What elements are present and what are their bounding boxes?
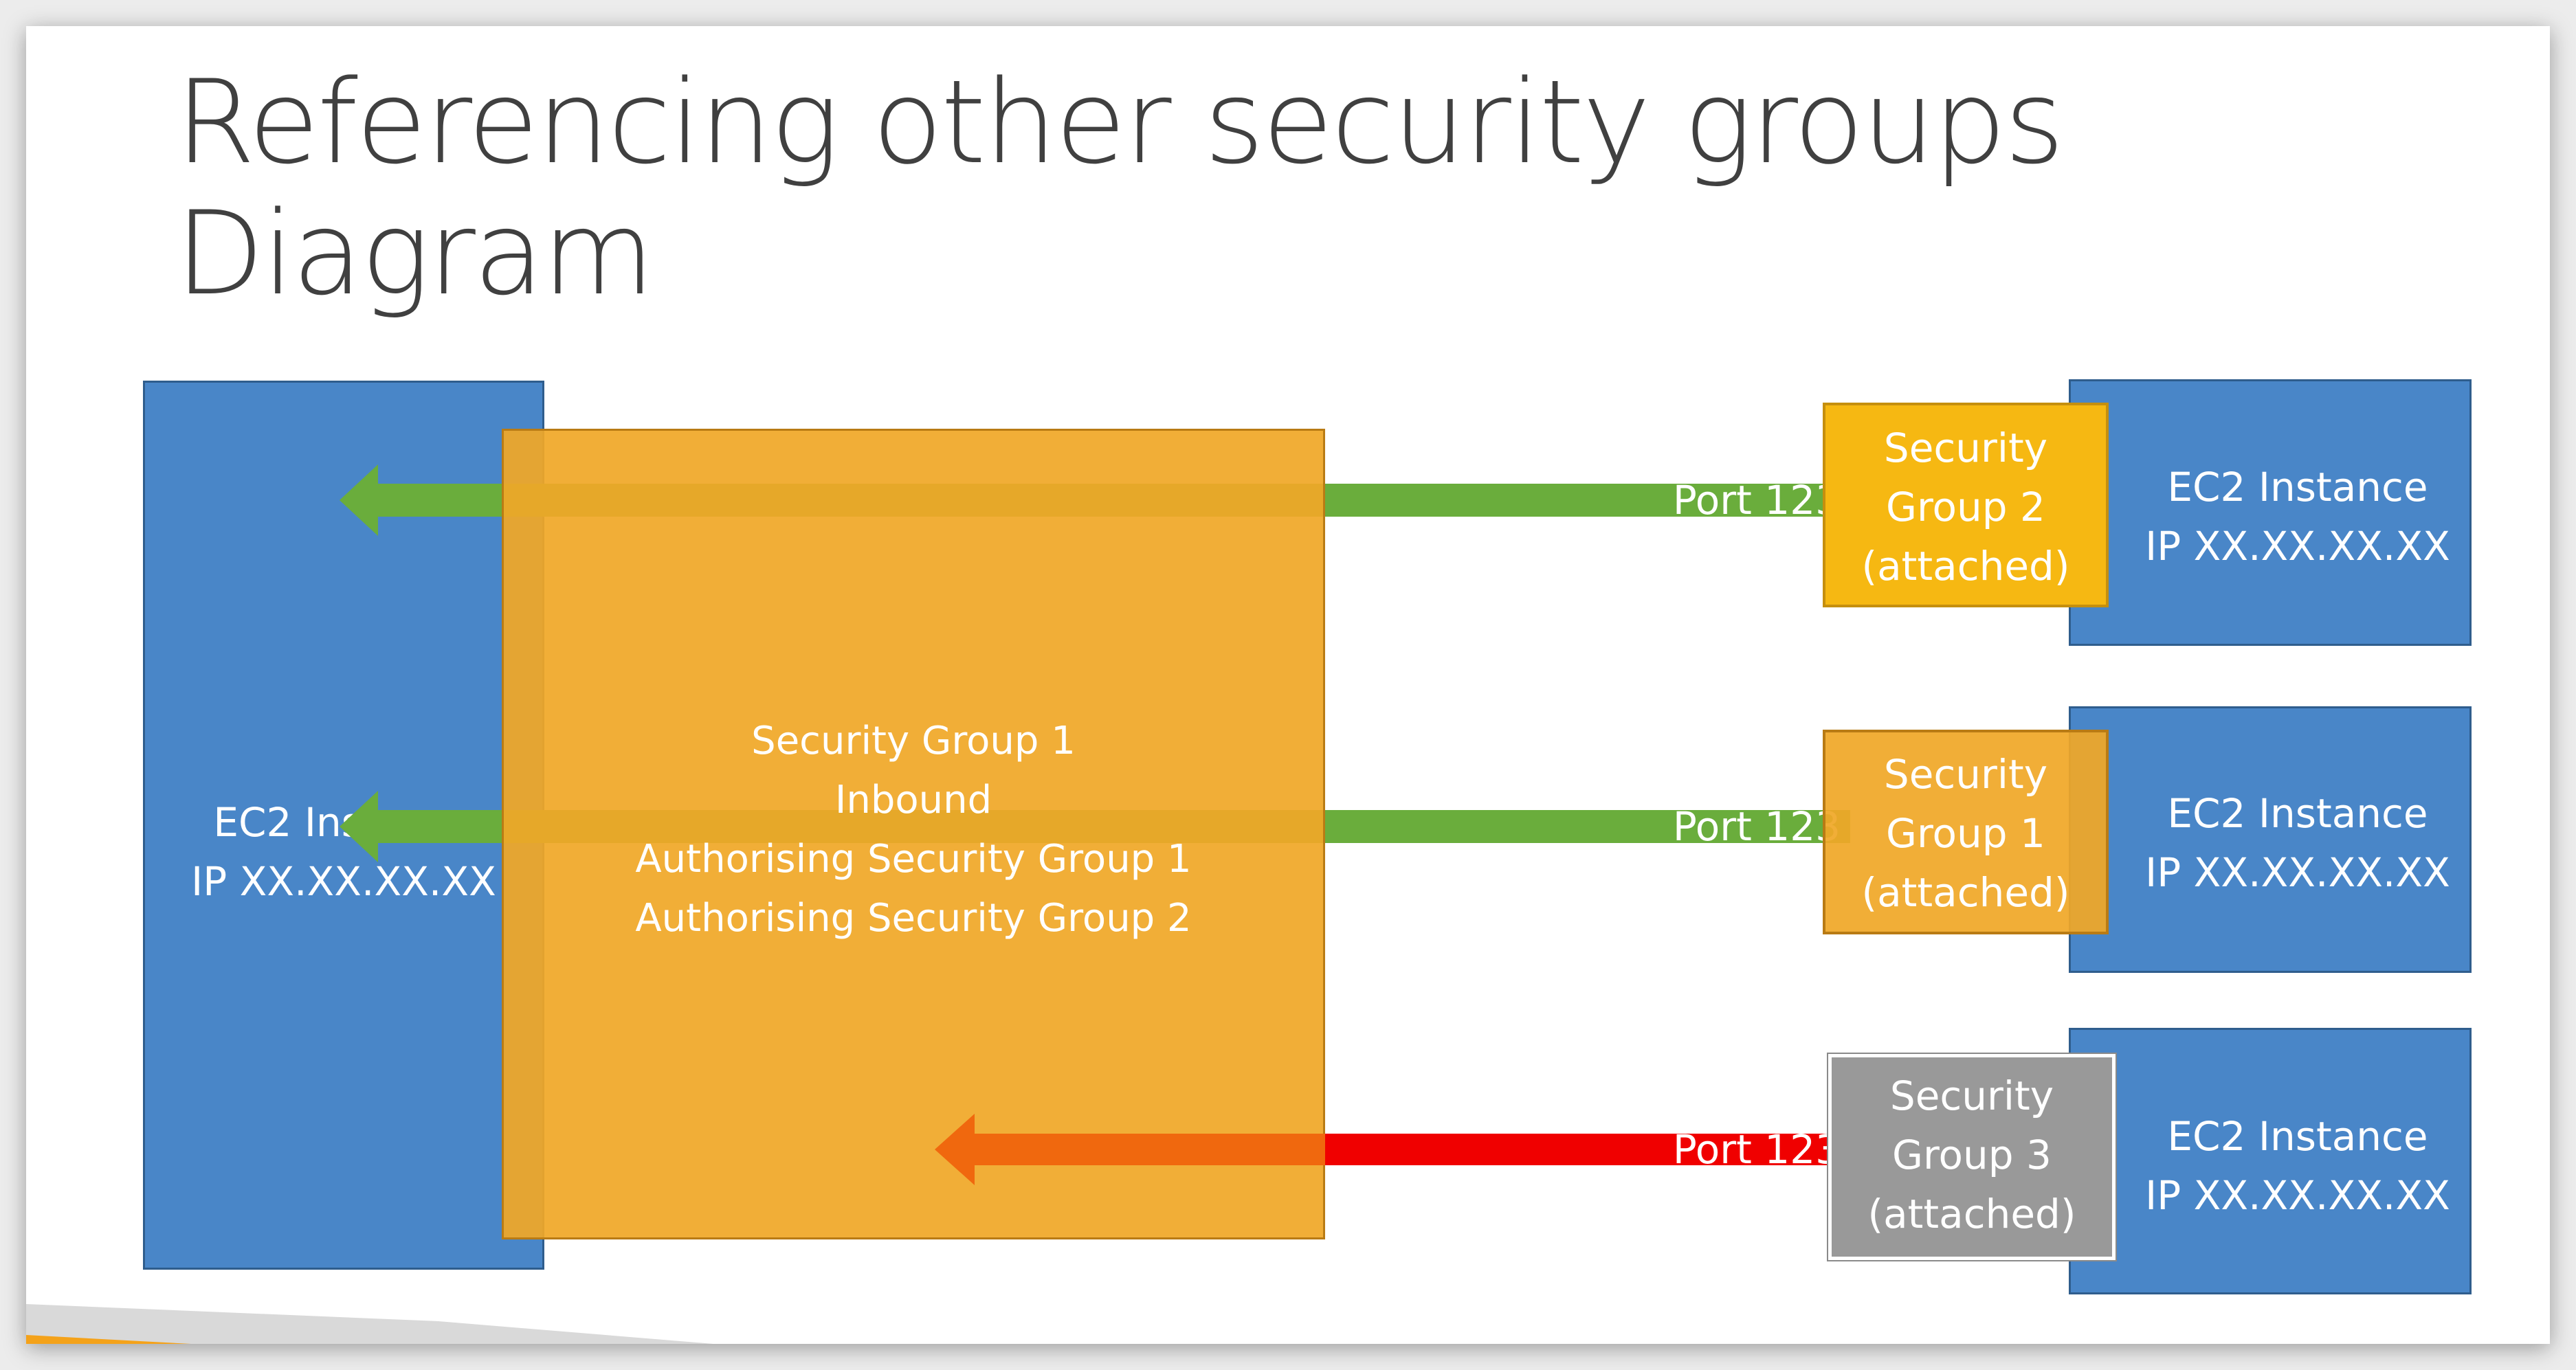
attached-security-group-1-line-2: Group 1 [1886, 810, 2045, 857]
ec2-instance-right-2 [2069, 706, 2472, 973]
attached-security-group-3-line-1: Security [1889, 1073, 2054, 1119]
ec2-instance-right-3 [2069, 1028, 2472, 1294]
port-label-row-2: Port 123 [1672, 803, 1841, 850]
slide-title-line-1: Referencing other security groups [175, 55, 2065, 190]
attached-security-group-2-line-2: Group 2 [1886, 484, 2045, 530]
security-group-1-direction: Inbound [834, 778, 992, 822]
ec2-instance-right-2-name: EC2 Instance [2167, 790, 2428, 837]
arrow-head-row-2 [340, 791, 378, 862]
attached-security-group-1-line-1: Security [1883, 751, 2048, 798]
footer-swoosh [26, 1304, 713, 1344]
security-group-1-box [502, 429, 1325, 1239]
arrow-shaft-row-3 [1325, 1134, 1850, 1165]
ec2-instance-right-2-ip: IP XX.XX.XX.XX [2145, 849, 2450, 896]
ec2-instance-right-1 [2069, 379, 2472, 646]
arrow-neck-row-3 [973, 1134, 995, 1165]
attached-security-group-2 [1823, 403, 2109, 607]
security-group-1-rule-1: Authorising Security Group 1 [635, 837, 1192, 881]
footer-swoosh-orange [26, 1335, 191, 1344]
ec2-instance-right-3-label: EC2 Instance IP XX.XX.XX.XX [2112, 1107, 2483, 1225]
ec2-instance-right-1-ip: IP XX.XX.XX.XX [2145, 523, 2450, 570]
port-label-row-3: Port 123 [1672, 1126, 1841, 1173]
attached-security-group-1-label: Security Group 1 (attached) [1823, 745, 2109, 922]
ec2-instance-left-ip: IP XX.XX.XX.XX [191, 858, 496, 905]
arrow-head-row-1 [340, 464, 378, 536]
attached-security-group-3-label: Security Group 3 (attached) [1828, 1066, 2116, 1244]
attached-security-group-1 [1823, 730, 2109, 934]
ec2-instance-right-1-name: EC2 Instance [2167, 464, 2428, 510]
footer-swoosh-gray [26, 1304, 713, 1344]
arrow-head-row-3 [935, 1114, 975, 1185]
attached-security-group-2-line-1: Security [1883, 425, 2048, 471]
attached-security-group-2-label: Security Group 2 (attached) [1823, 418, 2109, 596]
attached-security-group-3 [1827, 1053, 2117, 1261]
port-label-row-1: Port 123 [1672, 477, 1841, 524]
attached-security-group-1-line-3: (attached) [1861, 869, 2070, 916]
ec2-instance-right-3-ip: IP XX.XX.XX.XX [2145, 1172, 2450, 1219]
attached-security-group-2-line-3: (attached) [1861, 543, 2070, 589]
ec2-instance-right-3-name: EC2 Instance [2167, 1113, 2428, 1160]
attached-security-group-3-line-3: (attached) [1867, 1191, 2076, 1237]
security-group-1-title: Security Group 1 [751, 719, 1076, 763]
arrow-shaft-row-3-inner [994, 1134, 1325, 1165]
ec2-instance-right-1-label: EC2 Instance IP XX.XX.XX.XX [2112, 458, 2483, 576]
security-group-1-rule-2: Authorising Security Group 2 [635, 896, 1192, 941]
arrow-heads [340, 464, 1325, 1185]
slide-title-line-2: Diagram [175, 186, 654, 321]
ec2-instance-right-2-label: EC2 Instance IP XX.XX.XX.XX [2112, 784, 2483, 902]
attached-security-group-3-line-2: Group 3 [1892, 1132, 2052, 1178]
slide: Referencing other security groups Diagra… [26, 26, 2550, 1344]
security-group-1-label: Security Group 1 Inbound Authorising Sec… [502, 712, 1325, 948]
slide-title: Referencing other security groups Diagra… [175, 55, 2065, 321]
